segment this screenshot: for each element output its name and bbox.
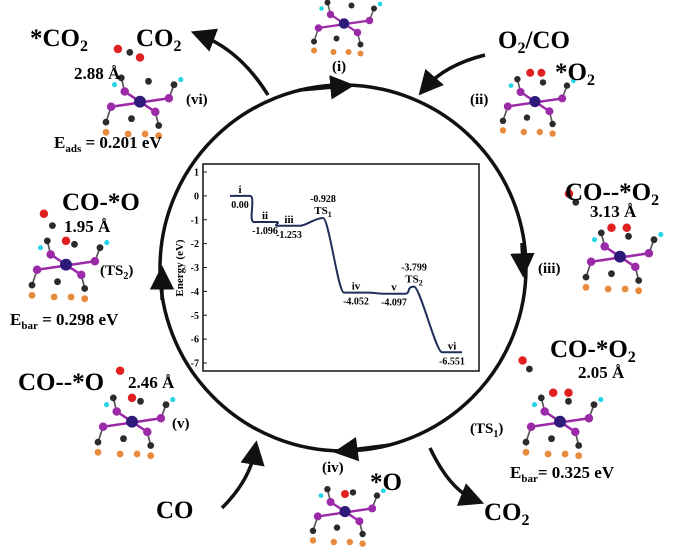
label-co2-top: CO2 [136, 25, 182, 55]
y-tick-label: -2 [191, 239, 199, 250]
y-tick-label: -5 [191, 311, 199, 322]
state-value-iv: -4.052 [343, 297, 369, 308]
state-value-ts2: -3.799 [401, 263, 427, 274]
state-value-i: 0.00 [231, 200, 249, 211]
energy-curve [230, 194, 462, 354]
state-name-ts1: TS1 [314, 205, 331, 219]
step-ii: (ii) [470, 92, 488, 108]
state-name-ii: ii [262, 210, 268, 222]
y-tick-label: -7 [191, 359, 199, 370]
energy-chart: Energy (eV) 1 0 -1 -2 -3 -4 -5 -6 -7 i 0.00 ii -1.0… [174, 163, 480, 372]
state-value-v: -4.097 [381, 298, 407, 309]
chart-ylabel: Energy (eV) [174, 239, 186, 296]
step-ts2: (TS2) [100, 263, 133, 282]
y-tick-label: 1 [194, 168, 199, 179]
ebar1-label: Ebar= 0.325 eV [510, 463, 615, 485]
step-iv: (iv) [322, 460, 344, 476]
state-name-i: i [238, 184, 241, 196]
y-tick-label: -1 [191, 215, 199, 226]
eads-label: Eads = 0.201 eV [54, 133, 162, 155]
cluster-vi [101, 44, 185, 141]
step-i: (i) [332, 59, 346, 75]
dist-iii: 3.13 Å [590, 202, 637, 221]
y-tick-label: 0 [194, 191, 199, 202]
dist-ts1: 2.05 Å [578, 363, 625, 382]
cluster-iii [564, 189, 665, 296]
label-co-o2-star: CO-*O2 [550, 336, 636, 366]
state-value-iii: -1.253 [276, 230, 302, 241]
step-v: (v) [172, 416, 190, 432]
label-co2-bottom: CO2 [484, 499, 530, 529]
dist-ts2: 1.95 Å [64, 217, 111, 236]
cluster-ts1 [518, 356, 605, 461]
dist-v: 2.46 Å [128, 373, 175, 392]
state-value-ts1: -0.928 [310, 194, 336, 205]
state-name-vi: vi [448, 340, 457, 352]
y-tick-label: -3 [191, 263, 199, 274]
cycle-arrows [149, 75, 535, 462]
state-name-iii: iii [284, 214, 293, 226]
cluster-v [93, 366, 177, 461]
y-tick-label: -6 [191, 335, 199, 346]
label-co-dash-o: CO--*O [18, 369, 104, 396]
state-name-iv: iv [352, 281, 361, 293]
label-co-dash-o2: CO--*O2 [565, 179, 659, 209]
cluster-iv [308, 484, 387, 548]
state-name-v: v [391, 282, 397, 294]
label-co2-star: *CO2 [30, 25, 88, 55]
label-o2co: O2/CO [498, 27, 570, 57]
label-o2-star: *O2 [555, 59, 595, 89]
cluster-ii [498, 68, 577, 139]
step-iii: (iii) [538, 261, 561, 277]
cluster-i [309, 0, 384, 58]
label-co-o-star: CO-*O [62, 189, 140, 216]
label-co-bottom: CO [156, 497, 194, 524]
dist-vi: 2.88 Å [74, 64, 121, 83]
step-ts1: (TS1) [470, 421, 503, 440]
cluster-ts2 [27, 209, 111, 304]
y-tick-label: -4 [191, 287, 199, 298]
label-o-star: *O [370, 469, 402, 496]
ebar2-label: Ebar = 0.298 eV [10, 310, 119, 332]
step-vi: (vi) [186, 92, 208, 108]
flow-arrows [190, 28, 486, 510]
state-value-ii: -1.096 [252, 226, 278, 237]
y-ticks: 1 0 -1 -2 -3 -4 -5 -6 -7 [191, 168, 207, 370]
energy-profile-line [230, 194, 462, 354]
state-name-ts2: TS2 [405, 274, 422, 288]
state-value-vi: -6.551 [439, 356, 465, 367]
energy-points: i 0.00 ii -1.096 iii -1.253 TS1-0.928 iv -4.052 v… [231, 184, 465, 367]
